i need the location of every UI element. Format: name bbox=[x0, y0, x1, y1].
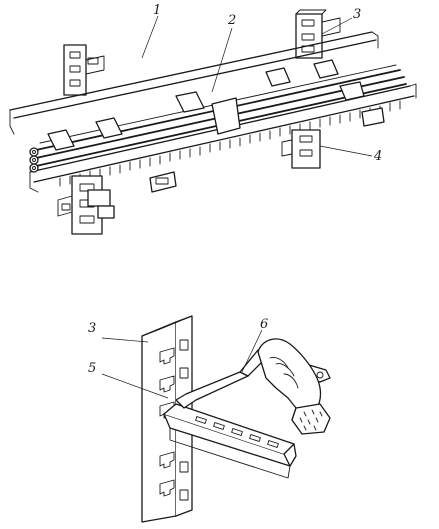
tray-clamps bbox=[47, 59, 365, 151]
top-callouts: 1 2 3 4 bbox=[141, 3, 382, 164]
top-figure: 1 2 3 4 bbox=[9, 3, 417, 235]
callout-3-bottom: 3 bbox=[88, 321, 96, 336]
hand bbox=[257, 338, 331, 435]
callout-3-top: 3 bbox=[353, 7, 361, 22]
callout-1: 1 bbox=[153, 3, 161, 18]
rack-post-front-left bbox=[57, 175, 115, 235]
rack-post-back-left bbox=[63, 44, 105, 96]
cantilever-bracket bbox=[163, 403, 297, 479]
rack-post-front-right bbox=[281, 107, 385, 169]
callout-6: 6 bbox=[260, 317, 268, 332]
callout-4: 4 bbox=[373, 149, 382, 164]
tray-support-front bbox=[149, 171, 177, 193]
callout-2: 2 bbox=[227, 13, 236, 28]
rack-post-back-right bbox=[295, 9, 341, 59]
bottom-callouts: 3 5 6 bbox=[88, 317, 268, 399]
bottom-figure: 3 5 6 bbox=[88, 315, 331, 523]
callout-5: 5 bbox=[88, 361, 96, 376]
